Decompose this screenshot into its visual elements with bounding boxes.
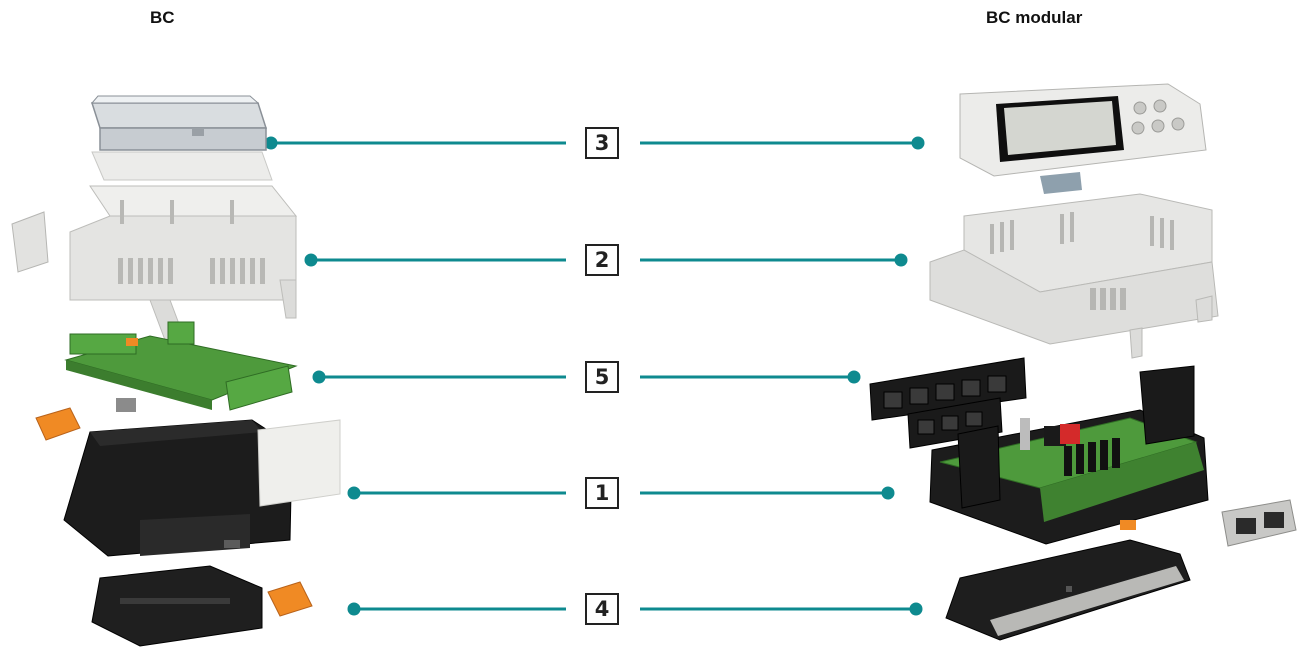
bc-modular-housing-top xyxy=(930,194,1218,358)
bc-housing-top xyxy=(70,186,296,340)
label-box-2: 2 xyxy=(585,244,619,276)
bc-side-clip xyxy=(12,212,48,272)
label-box-4: 4 xyxy=(585,593,619,625)
bc-modular-display xyxy=(960,84,1206,194)
label-box-5: 5 xyxy=(585,361,619,393)
bc-orange-clip-top xyxy=(36,408,80,440)
bc-pcb xyxy=(66,322,296,412)
bc-modular-rail-foot xyxy=(946,540,1190,640)
bc-label-sheet xyxy=(92,152,272,180)
bc-modular-rj45-jack xyxy=(1222,500,1296,546)
bc-exploded-view xyxy=(12,96,340,646)
bc-orange-clip-bottom xyxy=(268,582,312,616)
bc-modular-terminal-blocks xyxy=(870,358,1026,448)
bc-white-module xyxy=(258,420,340,506)
label-box-1: 1 xyxy=(585,477,619,509)
label-box-3: 3 xyxy=(585,127,619,159)
bc-modular-exploded-view xyxy=(870,84,1296,640)
bc-transparent-cover xyxy=(92,96,266,150)
bc-rail-foot xyxy=(92,566,262,646)
